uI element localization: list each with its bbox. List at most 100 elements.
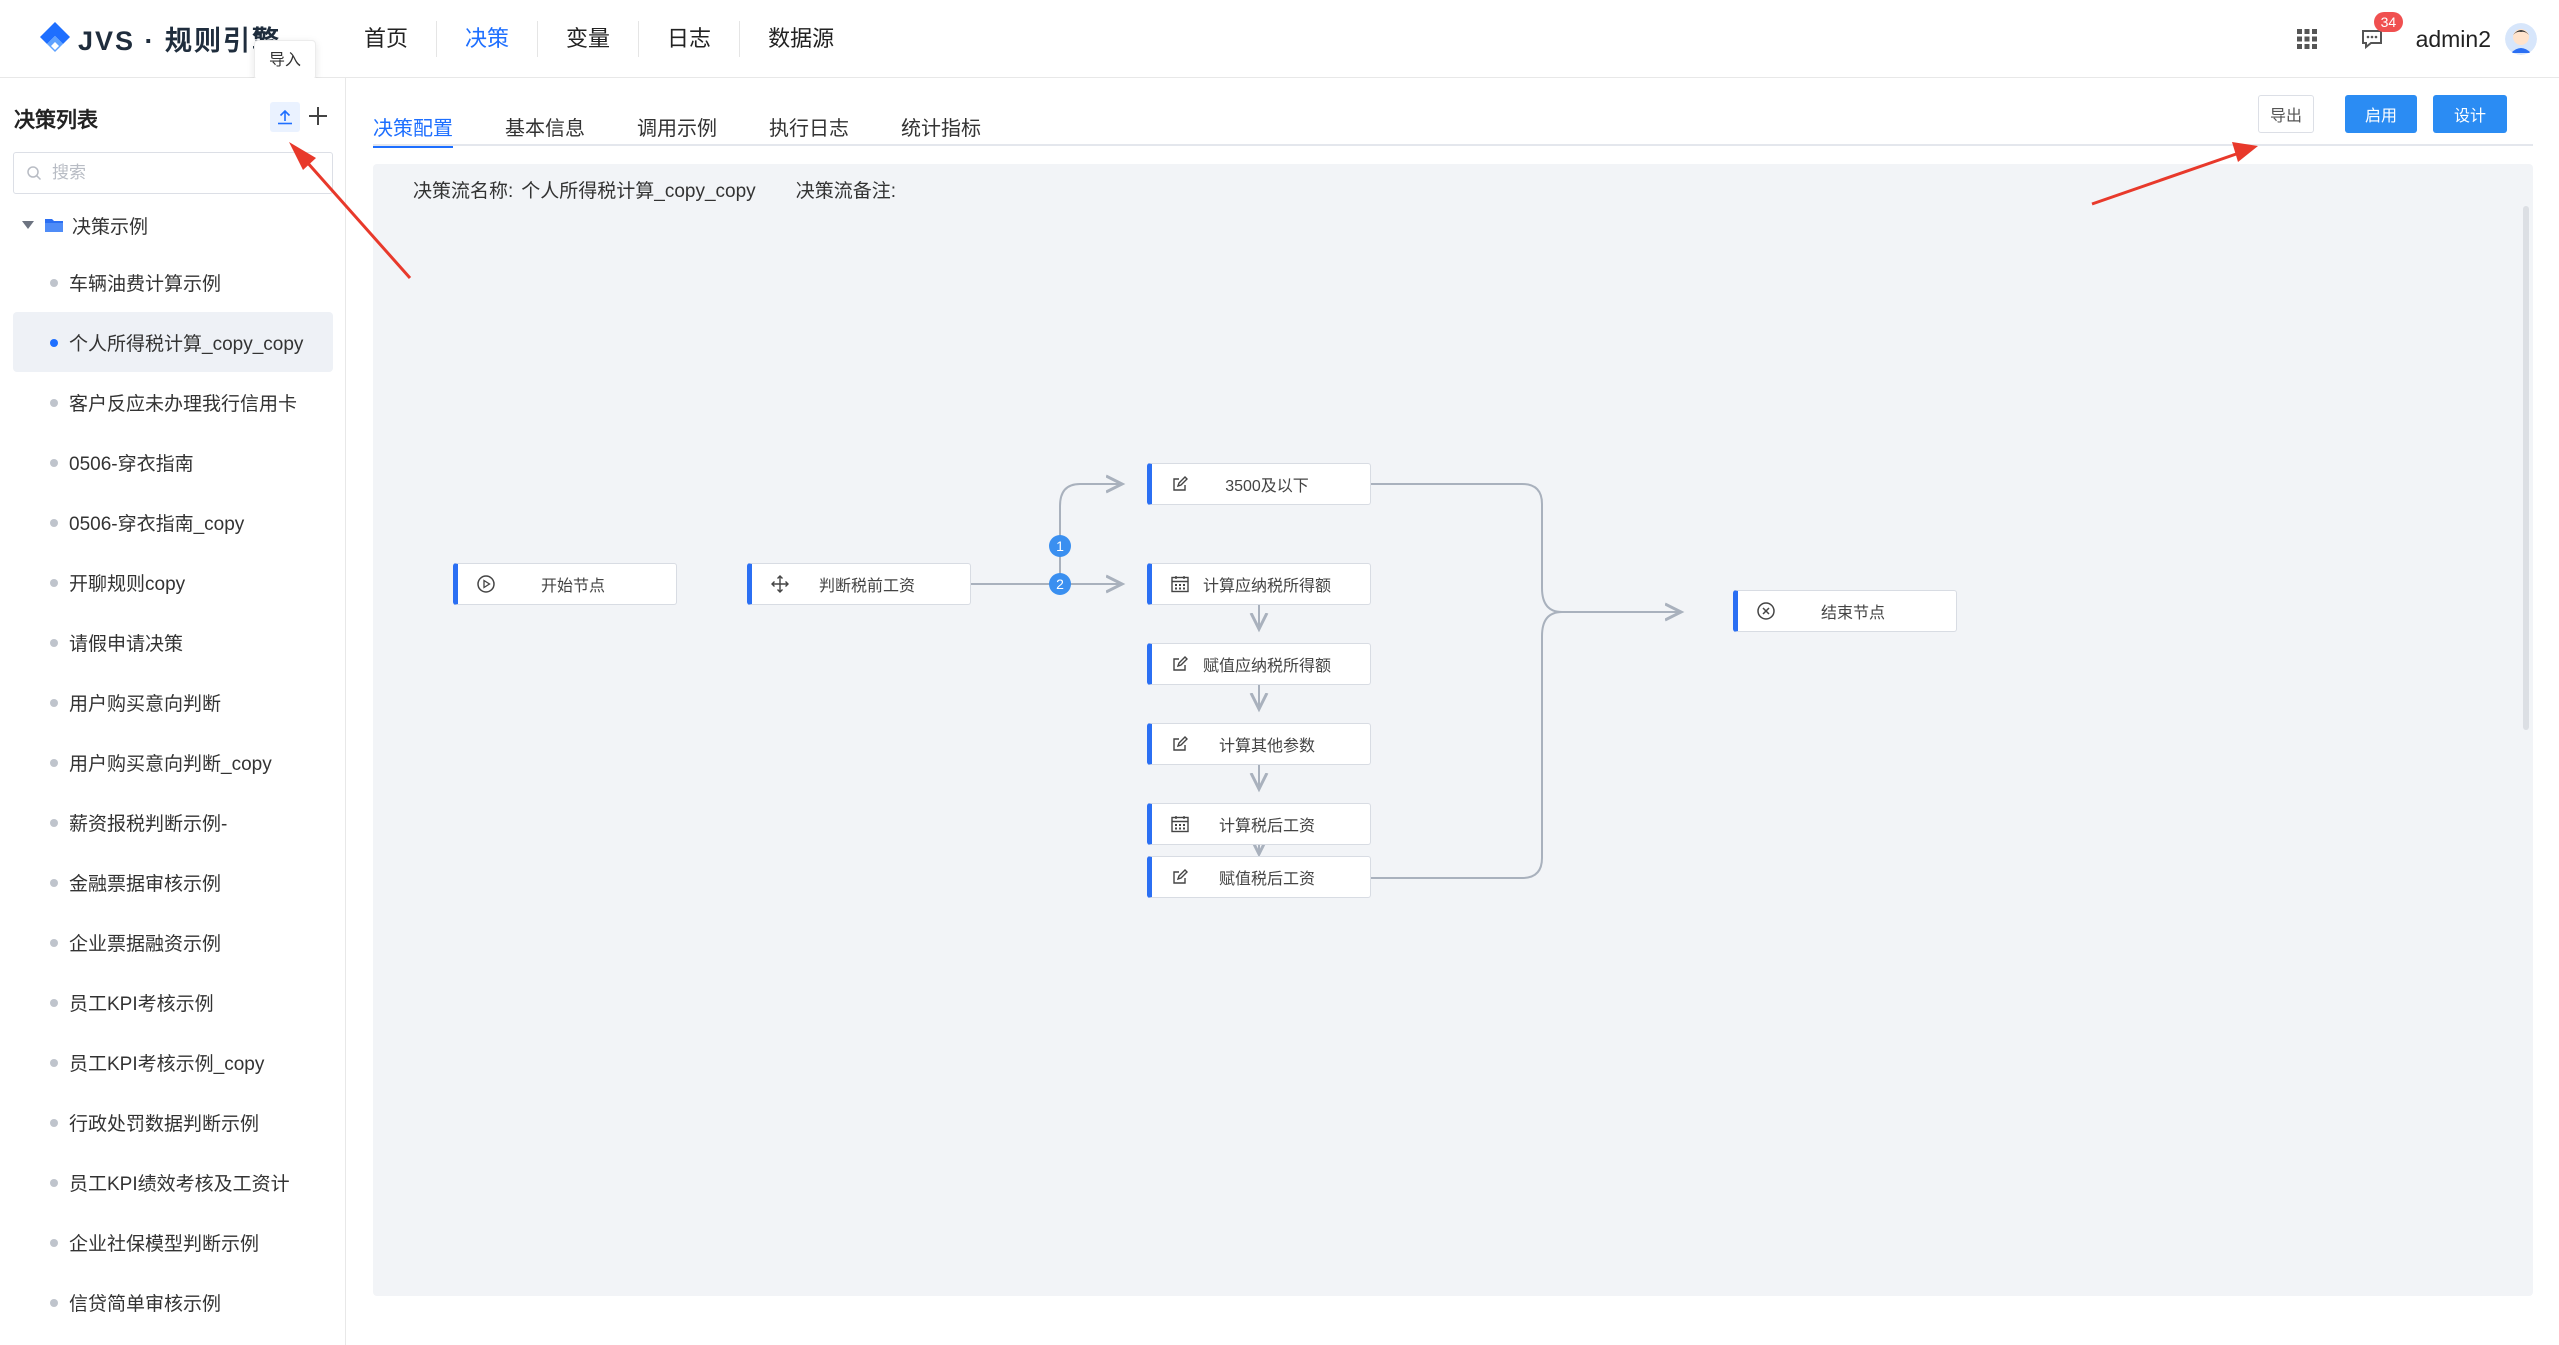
flow-name-value: 个人所得税计算_copy_copy xyxy=(521,181,756,202)
list-item-label: 员工KPI考核示例 xyxy=(69,993,214,1015)
node-label: 结束节点 xyxy=(1820,605,1885,622)
list-item-label: 客户反应未办理我行信用卡 xyxy=(69,393,298,415)
list-item-label: 开聊规则copy xyxy=(69,573,186,595)
flow-node-calc-taxable[interactable]: 计算应纳税所得额 xyxy=(1147,563,1371,605)
nav-datasource[interactable]: 数据源 xyxy=(768,26,835,51)
username[interactable]: admin2 xyxy=(2415,25,2491,52)
list-item-label: 员工KPI绩效考核及工资计 xyxy=(69,1173,290,1195)
enable-button[interactable]: 启用 xyxy=(2345,95,2417,133)
bullet-dot xyxy=(50,1239,58,1247)
caret-down-icon[interactable] xyxy=(22,221,34,229)
bullet-dot xyxy=(50,519,58,527)
node-label: 判断税前工资 xyxy=(818,578,915,595)
main-nav: 首页 决策 变量 日志 数据源 xyxy=(336,0,862,78)
list-item-label: 用户购买意向判断 xyxy=(69,693,222,715)
node-label: 计算应纳税所得额 xyxy=(1202,578,1331,595)
bullet-dot xyxy=(50,279,58,287)
list-item-label: 行政处罚数据判断示例 xyxy=(69,1113,260,1135)
bullet-dot xyxy=(50,579,58,587)
list-item[interactable]: 用户购买意向判断 xyxy=(13,672,333,732)
avatar[interactable] xyxy=(2505,23,2537,55)
import-button[interactable] xyxy=(270,102,300,132)
detail-tabs: 决策配置 基本信息 调用示例 执行日志 统计指标 xyxy=(373,100,1033,148)
list-item[interactable]: 信贷简单审核示例 xyxy=(13,1272,333,1332)
branch-marker-1[interactable]: 1 xyxy=(1049,535,1071,557)
list-item[interactable]: 用户购买意向判断_copy xyxy=(13,732,333,792)
list-item[interactable]: 车辆油费计算示例 xyxy=(13,252,333,312)
bullet-dot xyxy=(50,639,58,647)
tab-decision-config[interactable]: 决策配置 xyxy=(373,100,453,148)
tab-basic-info[interactable]: 基本信息 xyxy=(505,118,585,140)
design-button[interactable]: 设计 xyxy=(2433,95,2507,133)
logo-icon xyxy=(40,22,70,52)
tab-statistics[interactable]: 统计指标 xyxy=(901,118,981,140)
flow-node-end[interactable]: 结束节点 xyxy=(1733,590,1957,632)
move-arrows-icon xyxy=(771,575,789,593)
bullet-dot xyxy=(50,879,58,887)
nav-decision[interactable]: 决策 xyxy=(437,21,539,57)
search-box[interactable] xyxy=(13,152,333,194)
bullet-dot xyxy=(50,939,58,947)
decision-list-sidebar: 决策列表 决策示例 车辆油费计算示例 个人所得税计算_copy_copy 客户反… xyxy=(0,78,346,1345)
nav-log[interactable]: 日志 xyxy=(639,21,741,57)
apps-grid-icon[interactable] xyxy=(2296,28,2318,50)
export-button[interactable]: 导出 xyxy=(2258,95,2314,133)
node-label: 开始节点 xyxy=(540,578,605,595)
close-circle-icon xyxy=(1757,602,1775,620)
bullet-dot xyxy=(50,1299,58,1307)
flow-node-start[interactable]: 开始节点 xyxy=(453,563,677,605)
list-item[interactable]: 薪资报税判断示例- xyxy=(13,792,333,852)
calendar-icon xyxy=(1171,816,1189,833)
list-item[interactable]: 员工KPI考核示例 xyxy=(13,972,333,1032)
nav-home[interactable]: 首页 xyxy=(336,21,438,57)
list-item[interactable]: 金融票据审核示例 xyxy=(13,852,333,912)
flow-node-assign-after-tax[interactable]: 赋值税后工资 xyxy=(1147,856,1371,898)
list-item[interactable]: 请假申请决策 xyxy=(13,612,333,672)
list-item-label: 车辆油费计算示例 xyxy=(69,273,222,295)
list-item-label: 信贷简单审核示例 xyxy=(69,1293,222,1315)
tab-exec-log[interactable]: 执行日志 xyxy=(769,118,849,140)
list-item-label: 薪资报税判断示例- xyxy=(69,813,228,835)
flow-canvas[interactable]: 决策流名称: 个人所得税计算_copy_copy 决策流备注: xyxy=(373,164,2533,1296)
bullet-dot xyxy=(50,399,58,407)
list-item[interactable]: 行政处罚数据判断示例 xyxy=(13,1092,333,1152)
tree-folder-root[interactable]: 决策示例 xyxy=(22,208,148,242)
list-item[interactable]: 客户反应未办理我行信用卡 xyxy=(13,372,333,432)
list-item[interactable]: 企业票据融资示例 xyxy=(13,912,333,972)
branch-marker-2[interactable]: 2 xyxy=(1049,573,1071,595)
list-item[interactable]: 员工KPI绩效考核及工资计 xyxy=(13,1152,333,1212)
flow-node-calc-other[interactable]: 计算其他参数 xyxy=(1147,723,1371,765)
flow-node-assign-taxable[interactable]: 赋值应纳税所得额 xyxy=(1147,643,1371,685)
node-label: 3500及以下 xyxy=(1225,478,1309,495)
calendar-icon xyxy=(1171,576,1189,593)
app-logo[interactable]: JVS · 规则引擎 xyxy=(36,18,281,58)
messages-button[interactable]: 34 xyxy=(2360,12,2404,52)
list-item-active[interactable]: 个人所得税计算_copy_copy xyxy=(13,312,333,372)
list-item[interactable]: 企业社保模型判断示例 xyxy=(13,1212,333,1272)
node-label: 计算其他参数 xyxy=(1218,738,1315,755)
svg-text:2: 2 xyxy=(1056,576,1064,592)
add-icon[interactable] xyxy=(306,104,330,128)
flow-name-label: 决策流名称: xyxy=(413,181,514,202)
node-label: 赋值应纳税所得额 xyxy=(1202,658,1331,675)
svg-text:1: 1 xyxy=(1056,538,1064,554)
top-right-tools: 34 admin2 xyxy=(2296,0,2537,78)
list-item[interactable]: 0506-穿衣指南_copy xyxy=(13,492,333,552)
list-item[interactable]: 开聊规则copy xyxy=(13,552,333,612)
node-label: 赋值税后工资 xyxy=(1218,871,1315,888)
nav-variable[interactable]: 变量 xyxy=(538,21,640,57)
bullet-dot xyxy=(50,339,58,347)
flow-node-judge-salary[interactable]: 判断税前工资 xyxy=(747,563,971,605)
bullet-dot xyxy=(50,759,58,767)
bullet-dot xyxy=(50,1179,58,1187)
search-input[interactable] xyxy=(50,162,320,184)
list-item[interactable]: 0506-穿衣指南 xyxy=(13,432,333,492)
flow-node-under-3500[interactable]: 3500及以下 xyxy=(1147,463,1371,505)
top-nav-bar: JVS · 规则引擎 首页 决策 变量 日志 数据源 34 admin2 xyxy=(0,0,2559,78)
tab-call-example[interactable]: 调用示例 xyxy=(637,118,717,140)
list-item[interactable]: 员工KPI考核示例_copy xyxy=(13,1032,333,1092)
bullet-dot xyxy=(50,459,58,467)
flow-node-calc-after-tax[interactable]: 计算税后工资 xyxy=(1147,803,1371,845)
list-item-label: 企业社保模型判断示例 xyxy=(69,1233,260,1255)
canvas-scrollbar[interactable] xyxy=(2523,206,2529,730)
